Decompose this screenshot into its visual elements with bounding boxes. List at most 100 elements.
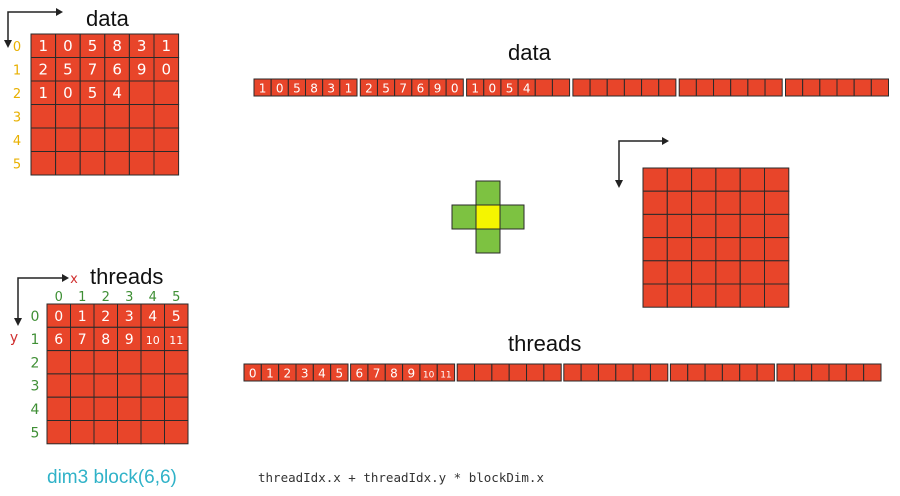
- data-array-cell: [551, 78, 571, 97]
- thread-grid-col-index: 4: [149, 290, 157, 305]
- thread-array-cell: [597, 363, 617, 382]
- thread-grid-value: 1: [78, 309, 87, 325]
- data-grid-cell: [128, 80, 155, 105]
- thread-array-cell: [508, 363, 528, 382]
- thread-array-value: 5: [336, 366, 344, 380]
- data-grid-row-index: 1: [13, 63, 21, 78]
- thread-array-cell: [704, 363, 723, 382]
- data-array-value: 8: [310, 81, 318, 95]
- data-grid-cell: [30, 104, 57, 129]
- thread-grid-axis-arrow: [17, 277, 62, 318]
- thread-grid-title: threads: [90, 264, 164, 289]
- data-array-value: 7: [399, 81, 407, 95]
- data-grid-cell: [79, 127, 106, 152]
- square-grid-cell: [642, 283, 668, 308]
- data-grid-cell: [104, 151, 130, 176]
- thread-grid-row-index: 4: [31, 402, 40, 418]
- square-grid-cell: [666, 190, 693, 215]
- data-grid-cell: [153, 80, 180, 105]
- thread-grid-cell: [140, 373, 165, 398]
- data-grid-cell: [153, 104, 180, 129]
- data-array-value: 6: [417, 81, 425, 95]
- thread-grid-col-index: 1: [78, 290, 86, 305]
- square-grid-cell: [691, 283, 717, 308]
- thread-grid-cell: [93, 396, 118, 422]
- square-grid-cell: [666, 237, 693, 262]
- data-grid-value: 1: [39, 37, 49, 55]
- data-array-title: data: [508, 40, 551, 65]
- thread-grid-cell: [164, 350, 189, 375]
- square-grid-cell: [715, 260, 741, 285]
- thread-grid-axis-arrowhead-x: [62, 274, 69, 282]
- square-grid-axis-arrow: [618, 140, 662, 180]
- data-grid-cell: [55, 104, 81, 129]
- data-grid-value: 3: [137, 37, 147, 55]
- data-array-cell: [802, 78, 821, 97]
- thread-array-value: 8: [390, 366, 398, 380]
- thread-grid-row-index: 1: [31, 332, 40, 348]
- data-grid-value: 5: [63, 60, 73, 78]
- data-array-value: 4: [523, 81, 531, 95]
- data-array-value: 0: [451, 81, 459, 95]
- thread-array-value: 0: [249, 366, 257, 380]
- stencil-center: [475, 204, 501, 230]
- data-array-cell: [658, 78, 677, 97]
- data-grid-row-index: 2: [13, 87, 21, 102]
- square-grid-cell: [739, 237, 766, 262]
- thread-grid-cell: [70, 420, 95, 445]
- square-grid-cell: [691, 190, 717, 215]
- data-grid-row-index: 5: [13, 157, 21, 172]
- data-array-value: 0: [489, 81, 497, 95]
- thread-array-value: 10: [423, 370, 435, 380]
- thread-array-cell: [863, 363, 882, 382]
- data-grid-cell: [79, 151, 106, 176]
- data-grid-cell: [128, 127, 155, 152]
- thread-array-cell: [687, 363, 706, 382]
- thread-array-cell: [739, 363, 758, 382]
- square-grid-cell: [764, 167, 790, 192]
- data-array-value: 0: [276, 81, 284, 95]
- data-array-cell: [785, 78, 804, 97]
- square-grid-cell: [739, 167, 766, 192]
- thread-array-cell: [632, 363, 651, 382]
- thread-grid-cell: [164, 420, 189, 445]
- square-grid-cell: [691, 213, 717, 239]
- data-array-value: 3: [327, 81, 335, 95]
- thread-array-title: threads: [508, 331, 582, 356]
- data-array-cell: [853, 78, 872, 97]
- thread-grid-cell: [93, 350, 118, 375]
- data-grid-row-index: 4: [13, 134, 21, 149]
- thread-grid-value: 8: [101, 332, 110, 348]
- thread-array-cell: [776, 363, 795, 382]
- square-grid-axis-arrowhead-x: [662, 137, 669, 145]
- thread-array-cell: [580, 363, 599, 382]
- thread-grid-cell: [93, 373, 118, 398]
- square-grid-cell: [666, 283, 693, 308]
- data-array-cell: [589, 78, 608, 97]
- square-grid-cell: [642, 237, 668, 262]
- data-grid-cell: [55, 127, 81, 152]
- data-grid-value: 8: [112, 37, 122, 55]
- data-grid-cell: [79, 104, 106, 129]
- thread-grid-value: 6: [54, 332, 63, 348]
- thread-grid-cell: [140, 396, 165, 422]
- thread-array-value: 11: [440, 370, 451, 380]
- data-grid-value: 0: [63, 37, 73, 55]
- square-grid-axis-arrowhead-y: [615, 180, 623, 188]
- thread-grid-value: 5: [172, 309, 181, 325]
- data-array-cell: [606, 78, 625, 97]
- data-grid-value: 6: [112, 60, 122, 78]
- square-grid-cell: [715, 283, 741, 308]
- thread-array-cell: [543, 363, 562, 382]
- square-grid-cell: [739, 260, 766, 285]
- thread-array-cell: [845, 363, 865, 382]
- square-grid-cell: [764, 213, 790, 239]
- square-grid-cell: [715, 237, 741, 262]
- data-array-cell: [641, 78, 660, 97]
- thread-array-value: 4: [318, 366, 326, 380]
- thread-grid-cell: [117, 373, 142, 398]
- stencil-arm-right: [499, 204, 525, 230]
- thread-array-cell: [811, 363, 830, 382]
- thread-grid-cell: [70, 373, 95, 398]
